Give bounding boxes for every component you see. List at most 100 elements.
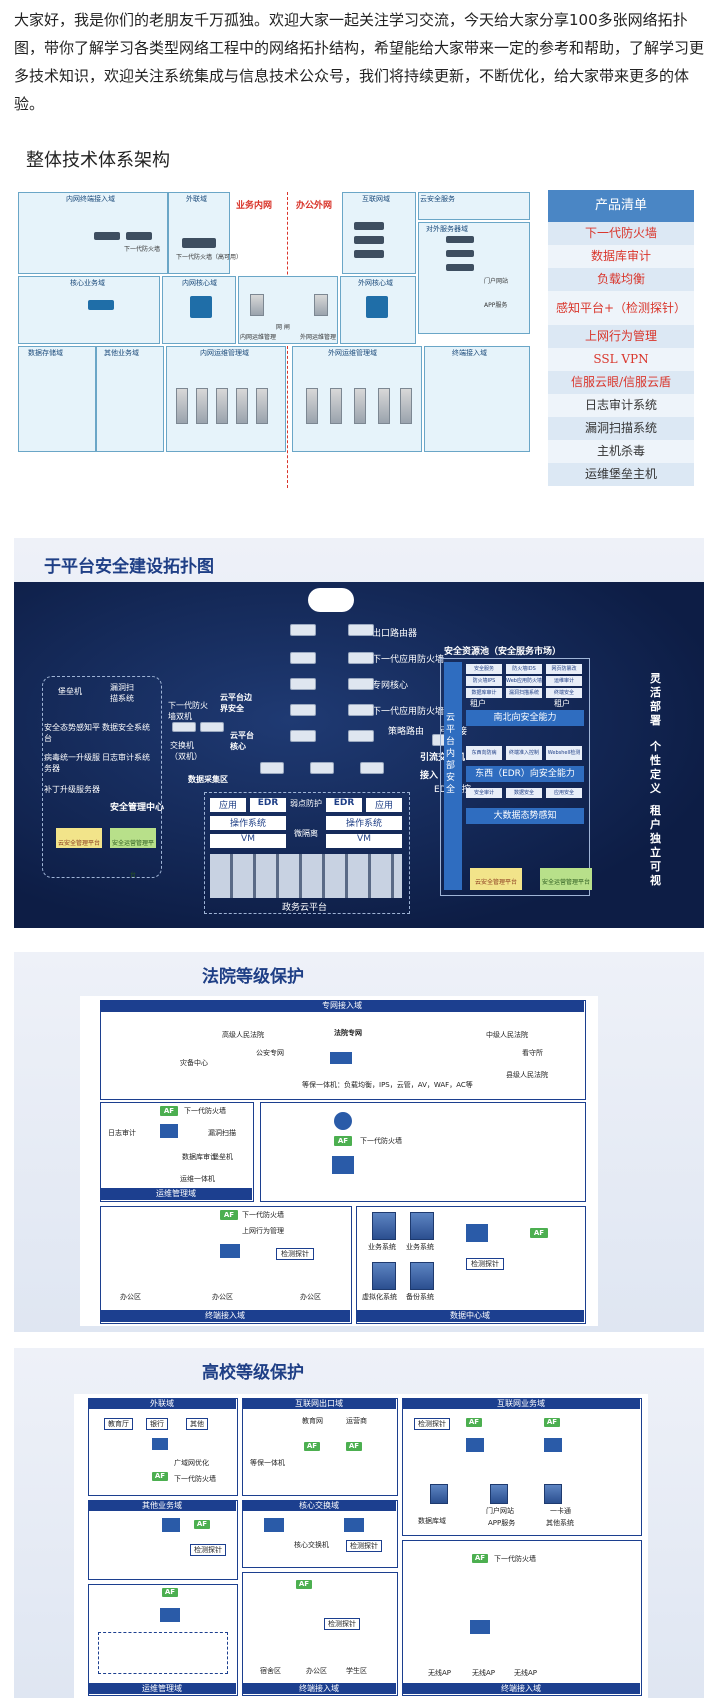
court-dc-switch <box>466 1224 488 1242</box>
zone-sec-service <box>418 192 530 220</box>
uni-isp: 运营商 <box>346 1417 367 1425</box>
uni-dormitory: 宿舍区 <box>260 1667 281 1675</box>
university-canvas: 外联域 教育厅 银行 其他 广域网优化 AF 下一代防火墙 互联网出口域 教育网… <box>74 1394 648 1698</box>
uni-af-term2: AF <box>472 1554 488 1563</box>
pool-cell: 网页防篡改 <box>546 664 582 674</box>
court-scanner: 漏洞扫描 <box>208 1129 236 1137</box>
label-cloud-core: 云平台核心 <box>230 731 254 751</box>
court-ops-switch <box>160 1124 178 1138</box>
pool-cell: 运维审计 <box>546 676 582 686</box>
court-city: 中级人民法院 <box>486 1031 528 1039</box>
court-high: 高级人民法院 <box>222 1031 264 1039</box>
label-gov-cloud: 政务云平台 <box>282 903 328 913</box>
pool-cell: 安全审计 <box>466 788 502 798</box>
cloud-platform-canvas: 出口路由器 下一代应用防火墙 专网核心 下一代应用防火墙 策略路由 引流接 引流… <box>14 582 704 928</box>
court-probe-2: 检测探针 <box>466 1258 504 1270</box>
outer-core-switch <box>366 296 388 318</box>
court-ngfw-2: 下一代防火墙 <box>360 1137 402 1145</box>
court-zone-top-label: 专网接入域 <box>100 1000 584 1012</box>
pool-cell: 数据安全 <box>506 788 542 798</box>
ew-capability-bar: 东西（EDR）向安全能力 <box>466 766 584 782</box>
cloud-core-2 <box>348 730 374 742</box>
uni-zone-other-biz-label: 其他业务域 <box>88 1500 236 1511</box>
uni-zone-ext-label: 外联域 <box>88 1398 236 1409</box>
pool-brand-2: 安全运营管理平台 <box>540 868 592 890</box>
ns-capability-bar: 南北向安全能力 <box>466 710 584 726</box>
zone-core-biz <box>18 276 160 344</box>
pool-side <box>444 662 462 890</box>
court-zone-term-label: 终端接入域 <box>100 1310 350 1322</box>
zone-terminal-label: 终端接入域 <box>452 349 487 357</box>
ngfw-ha-label: 下一代防火墙（高可用） <box>176 254 243 261</box>
label-ngfw2: 下一代应用防火墙 <box>372 707 445 717</box>
left-fw-1 <box>172 722 196 732</box>
core-switch-2 <box>190 296 212 318</box>
diagram-architecture: 整体技术体系架构 业务内网 办公外网 内网终端接入域 外联域 互联网域 云安全服… <box>0 136 717 496</box>
outer-ops-server-5 <box>400 388 412 424</box>
uni-zone-core-label: 核心交换域 <box>242 1500 396 1511</box>
label-pool-title: 安全资源池（安全服务市场） <box>444 647 562 657</box>
access-sw-3 <box>360 762 384 774</box>
zone-inner-ops-label: 内网运维管理域 <box>200 349 249 357</box>
uni-core-switch-1 <box>264 1518 284 1532</box>
label-business-intranet: 业务内网 <box>236 201 273 211</box>
court-core-switch <box>330 1052 352 1064</box>
intro-paragraph: 大家好，我是你们的老朋友千万孤独。欢迎大家一起关注学习交流，今天给大家分享100… <box>14 11 705 113</box>
uni-zone-term <box>242 1572 398 1696</box>
label-patch: 补丁升级服务器 <box>44 785 100 794</box>
core-2 <box>348 678 374 690</box>
pool-cell: 终端准入控制 <box>506 746 542 760</box>
pool-cell: Web应用防火墙 <box>506 676 542 686</box>
zone-other-biz <box>96 346 164 452</box>
uni-zone-other-biz <box>88 1500 238 1580</box>
outer-mgmt-label: 外网运维管理 <box>300 334 337 341</box>
ops-server-1 <box>176 388 188 424</box>
vm-left-os: 操作系统 <box>210 816 286 830</box>
court-police: 公安专网 <box>256 1049 284 1057</box>
uni-zone-ops-label: 运维管理域 <box>88 1683 236 1694</box>
court-zone-net <box>260 1102 586 1202</box>
uni-portal: 门户网站 <box>486 1507 514 1515</box>
uni-zone-core <box>242 1500 398 1568</box>
product-list-title: 产品清单 <box>548 190 694 222</box>
court-af-2: AF <box>334 1136 352 1146</box>
right-label-2: 个性定义 <box>650 740 661 795</box>
zone-internet <box>342 192 416 274</box>
zone-core-biz-label: 核心业务域 <box>70 279 105 287</box>
court-audit: 日志审计 <box>108 1129 136 1137</box>
internet-ngfw-1 <box>354 222 384 230</box>
uni-af-term: AF <box>296 1580 312 1589</box>
zone-inner-access <box>18 192 168 274</box>
uni-rack-2 <box>490 1484 508 1504</box>
zone-terminal <box>424 346 530 452</box>
uni-zone-internet-label: 互联网出口域 <box>242 1398 396 1409</box>
product-list-item: 漏洞扫描系统 <box>548 417 694 440</box>
uni-ops-switch <box>160 1608 180 1622</box>
gap-server-2 <box>314 294 328 316</box>
diagram-court: 法院等级保护 专网接入域 高级人民法院 法院专网 中级人民法院 灾备中心 公安专… <box>14 952 704 1332</box>
right-label-1: 灵活部署 <box>650 672 661 727</box>
uni-zone-ops <box>88 1584 238 1696</box>
uni-biz-switch-2 <box>544 1438 562 1452</box>
court-af-1: AF <box>160 1106 178 1116</box>
label-tenant-2: 租户 <box>554 699 570 708</box>
uni-af-net-1: AF <box>304 1442 320 1451</box>
court-zone-top <box>100 1000 586 1100</box>
vm-right-app: 应用 <box>366 798 402 812</box>
vm-right-edr: EDR <box>326 798 362 812</box>
uni-af-ob: AF <box>194 1520 210 1529</box>
router-2 <box>348 624 374 636</box>
uni-rack-1 <box>430 1484 448 1504</box>
product-list-item: 数据库审计 <box>548 245 694 268</box>
court-behavior: 上网行为管理 <box>242 1227 284 1235</box>
court-zone-dc-label: 数据中心域 <box>356 1310 584 1322</box>
uni-office: 办公区 <box>306 1667 327 1675</box>
label-ngfw-dual: 下一代防火墙双机 <box>168 701 208 721</box>
ext-dev-1 <box>446 236 474 243</box>
ngfw-label-1: 下一代防火墙 <box>124 246 161 253</box>
court-zone-ops <box>100 1102 254 1202</box>
mgmt-center-area <box>42 676 162 878</box>
uni-all-in-one: 等保一体机 <box>250 1459 285 1467</box>
uni-app: APP服务 <box>488 1519 516 1527</box>
label-bastion: 堡垒机 <box>58 687 82 696</box>
